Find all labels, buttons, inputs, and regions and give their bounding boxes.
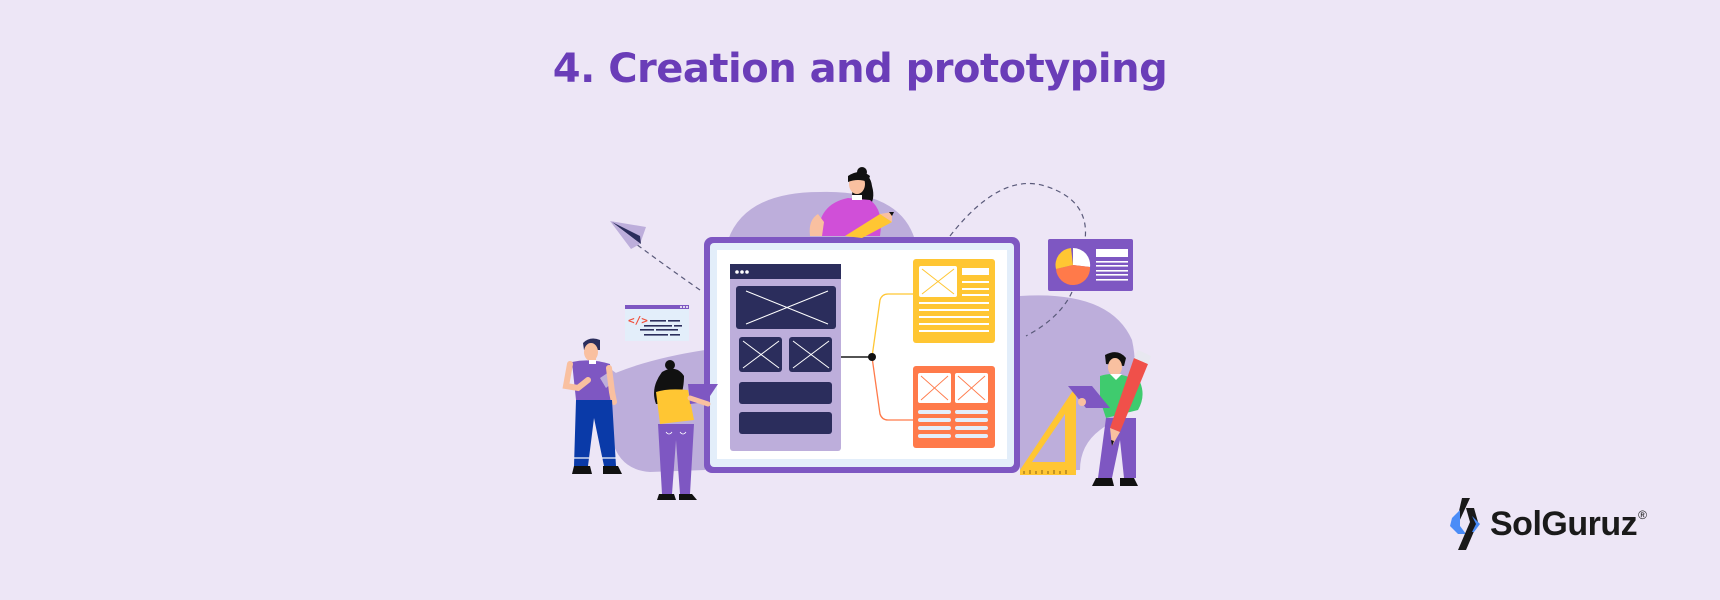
orange-layout-card [913,366,995,448]
man-with-tablet [562,338,622,474]
yellow-layout-card [913,259,995,343]
dashed-path-plane [627,237,701,291]
dashed-path-lower [1025,291,1073,337]
right-blob [1020,295,1135,470]
code-window-icon: </> [625,305,689,341]
solguruz-logo[interactable]: SolGuruz ® [1448,496,1647,552]
svg-text:</>: </> [628,314,648,327]
paper-plane-icon [610,221,646,249]
man-with-giant-pencil [1068,350,1151,486]
triangle-ruler-icon [1020,386,1076,475]
woman-with-tablet [654,360,718,500]
monitor-wireframe [704,237,1020,473]
brand-name: SolGuruz [1490,504,1638,543]
page-title: 4. Creation and prototyping [552,46,1168,92]
solguruz-mark-icon [1450,498,1480,550]
woman-with-pencil [809,167,894,238]
pie-chart-card [1048,239,1133,291]
registered-mark: ® [1638,508,1647,522]
dashed-arc [949,182,1087,241]
